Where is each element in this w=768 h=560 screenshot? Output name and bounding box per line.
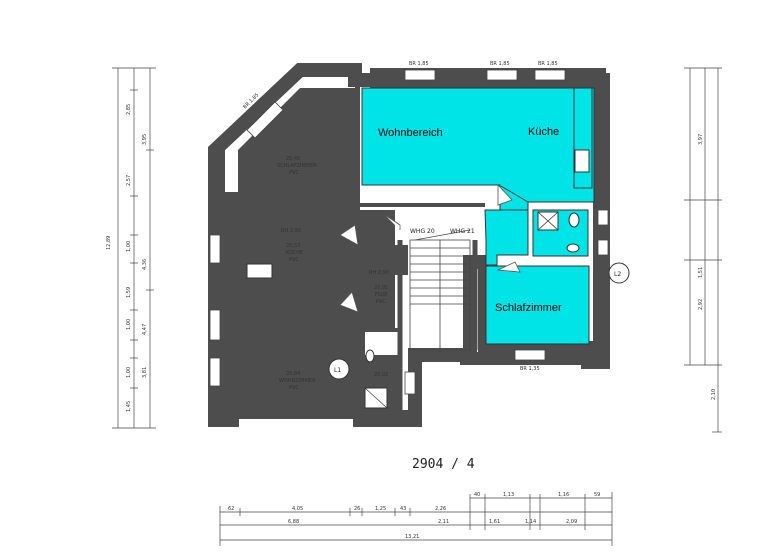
bottom-dim2-2: 2,11 [438, 519, 449, 525]
highlighted-apartment [361, 87, 595, 345]
window-label-2: BR 1,85 [490, 61, 510, 67]
label-rh-stair: RH 2,90 [369, 270, 389, 276]
label-wohnzimmer-old: WOHNZIMMER [279, 378, 316, 384]
left-dim-7: 1,45 [126, 401, 132, 412]
bottom-dim-total: 13,21 [405, 534, 419, 540]
label-area1: 20,45 [286, 156, 300, 162]
marker-l2: L2 [614, 271, 621, 278]
left-dim-4: 1,59 [126, 287, 132, 298]
left-dim-1: 2,85 [126, 104, 132, 115]
room-label-wohnbereich: Wohnbereich [378, 127, 443, 139]
right-dimension-chain [684, 67, 722, 433]
marker-l2-circle [608, 262, 630, 284]
bottom-dimension-chain [219, 492, 613, 546]
bottom-dim-9: 1,16 [558, 492, 569, 498]
bottom-dim-2: 4,05 [292, 506, 303, 512]
label-pvc2: PVC [289, 257, 299, 263]
left-dim-6: 1,00 [126, 367, 132, 378]
left-dim-3: 1,00 [126, 241, 132, 252]
room-flur-cyan [484, 209, 529, 266]
bottom-dim2-3: 1,61 [489, 519, 500, 525]
left-dim2-1: 3,95 [142, 134, 148, 145]
label-area5: 20,02 [374, 372, 388, 378]
bottom-dim-5: 43 [400, 506, 406, 512]
label-whg21: WHG 21 [450, 228, 475, 235]
left-dim2-4: 3,81 [142, 367, 148, 378]
sink-icon [566, 243, 580, 253]
stove-icon [574, 149, 590, 173]
label-flur: FLUR [375, 292, 388, 298]
plan-caption: 2904 / 4 [412, 457, 475, 472]
label-schlafzimmer-old: SCHLAFZIMMER [277, 163, 317, 169]
windows [209, 69, 609, 395]
bottom-dim2-4: 1,14 [525, 519, 536, 525]
label-pvc4: PVC [289, 385, 299, 391]
marker-l1-circle [328, 358, 350, 380]
bottom-dim-6: 2,26 [435, 506, 446, 512]
left-dim2-3: 4,47 [142, 324, 148, 335]
room-label-schlafzimmer: Schlafzimmer [495, 302, 562, 314]
kitchen-counter [573, 87, 593, 189]
right-dim-1: 3,97 [698, 134, 704, 145]
label-pvc3: PVC [376, 299, 386, 305]
label-whg20: WHG 20 [410, 228, 435, 235]
label-kueche-old: KÜCHE [286, 249, 303, 256]
window-label-1: BR 1,85 [409, 61, 429, 67]
bottom-dim-4: 1,25 [375, 506, 386, 512]
marker-l1: L1 [334, 367, 341, 374]
label-area3: 20,84 [286, 371, 300, 377]
bottom-dim2-5: 2,09 [566, 519, 577, 525]
building-walls [210, 68, 606, 420]
label-area4: 20,01 [374, 285, 388, 291]
right-dim-3: 2,92 [698, 299, 704, 310]
staircase [409, 229, 471, 351]
window-label-3: BR 1,85 [538, 61, 558, 67]
left-dim2-2: 4,36 [142, 259, 148, 270]
bottom-dim2-1: 6,88 [288, 519, 299, 525]
bottom-dim-8: 1,13 [503, 492, 514, 498]
toilet-icon [568, 212, 580, 228]
left-dimension-chain [112, 67, 156, 429]
bottom-dim-7: 40 [474, 492, 480, 498]
right-dim-total: 2,10 [711, 389, 717, 400]
door-swings [339, 183, 521, 313]
label-pvc1: PVC [289, 170, 299, 176]
bottom-dim-3: 26 [354, 506, 360, 512]
left-dim-5: 1,00 [126, 319, 132, 330]
window-label-4: BR 1,35 [520, 366, 540, 372]
room-label-kueche: Küche [528, 126, 559, 138]
right-dim-2: 1,51 [698, 267, 704, 278]
sink-counter-icon [246, 263, 273, 279]
bottom-dim-1: 62 [228, 506, 234, 512]
label-rh-top: RH 2,90 [281, 228, 301, 234]
wc-icon [365, 349, 375, 363]
room-wohnbereich-kueche [361, 87, 595, 211]
label-area2: 20,53 [286, 243, 300, 249]
left-dim-total: 12,89 [106, 236, 112, 250]
bottom-dim-10: 59 [594, 492, 600, 498]
room-schlafzimmer [485, 265, 590, 345]
left-dim-2: 2,57 [126, 175, 132, 186]
